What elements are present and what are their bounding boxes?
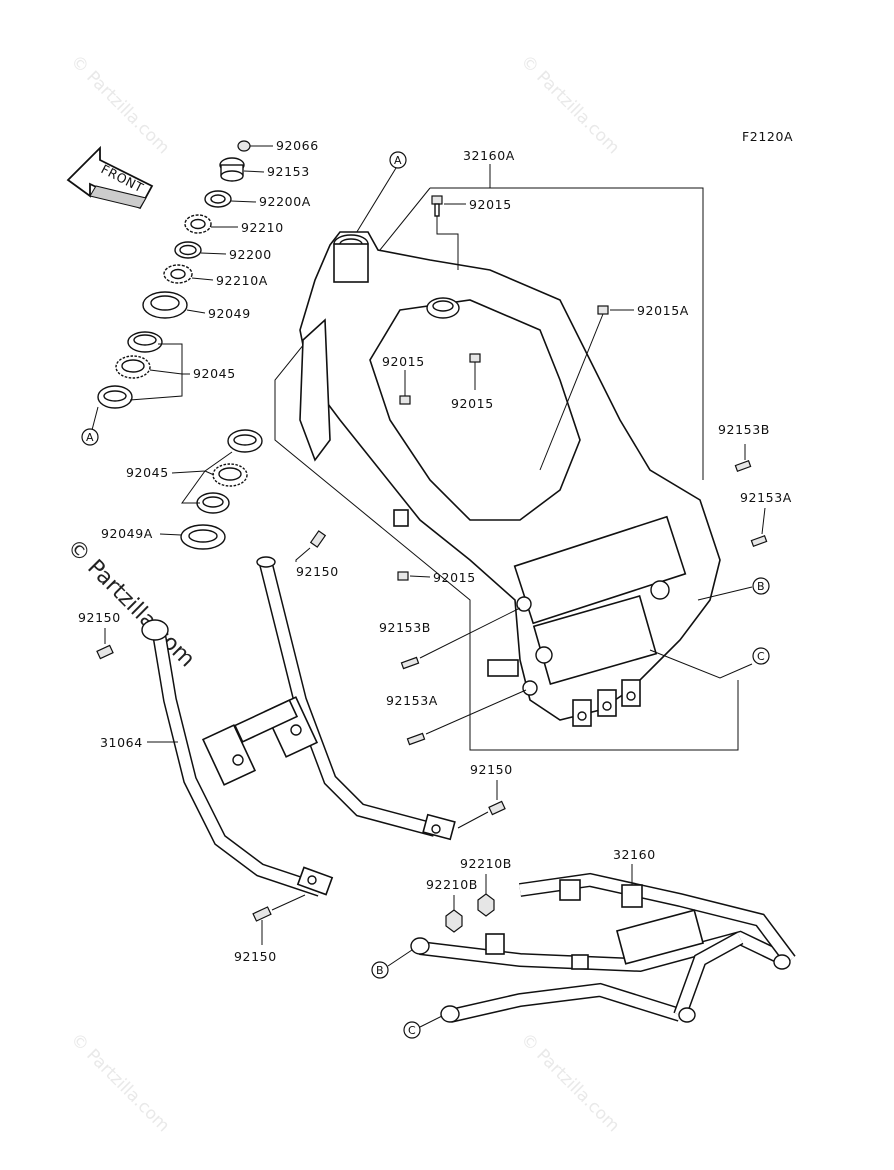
callout-92015-left: 92015	[382, 354, 425, 369]
callout-92210A: 92210A	[216, 273, 268, 288]
callout-92153A-left: 92153A	[386, 693, 438, 708]
callout-92210B-a: 92210B	[460, 856, 512, 871]
ref-a-frame: A	[394, 154, 402, 167]
callout-92153B-right: 92153B	[718, 422, 770, 437]
callout-92015-low: 92015	[433, 570, 476, 585]
callout-92153B-left: 92153B	[379, 620, 431, 635]
callout-92153A-right: 92153A	[740, 490, 792, 505]
callout-92210B-b: 92210B	[426, 877, 478, 892]
callout-92066: 92066	[276, 138, 319, 153]
bearing-stack: 92066 92153 92200A 92210 92200 92210A 92…	[81, 138, 319, 446]
ref-a-left: A	[86, 431, 94, 444]
front-arrow-icon: FRONT	[66, 145, 154, 210]
callout-92150-upper: 92150	[296, 564, 339, 579]
callout-92150-bottom: 92150	[234, 949, 277, 964]
callout-32160A: 32160A	[463, 148, 515, 163]
ref-c-frame: C	[757, 650, 765, 663]
callout-92015-center: 92015	[451, 396, 494, 411]
callout-92210: 92210	[241, 220, 284, 235]
ref-c-subframe: C	[408, 1024, 416, 1037]
callout-92049A: 92049A	[101, 526, 153, 541]
watermark: © Partzilla.com	[516, 1029, 623, 1136]
bolts-92153: 92153B 92153A 92153B 92153A	[379, 422, 792, 746]
ref-b-frame: B	[757, 580, 765, 593]
watermark: © Partzilla.com	[66, 51, 173, 158]
frame-refs: B C	[649, 577, 770, 679]
callout-92200: 92200	[229, 247, 272, 262]
ref-b-subframe: B	[376, 964, 384, 977]
watermark: © Partzilla.com	[516, 51, 623, 158]
callout-92015-top: 92015	[469, 197, 512, 212]
down-tubes-31064: 31064	[100, 556, 456, 897]
lower-bearing-set: 92045 92049A	[101, 429, 263, 550]
bolts-92015: 92015 92015A 92015 92015 92015	[382, 195, 689, 585]
callout-31064: 31064	[100, 735, 143, 750]
callout-92049: 92049	[208, 306, 251, 321]
callout-92045-top: 92045	[193, 366, 236, 381]
subframe-32160: 32160 92210B 92210B B C	[371, 847, 796, 1039]
watermark: © Partzilla.com	[62, 535, 200, 673]
figure-code: F2120A	[742, 129, 793, 144]
callout-92153: 92153	[267, 164, 310, 179]
bolts-92150: 92150 92150 92150 92150	[78, 530, 513, 964]
callout-92150-left: 92150	[78, 610, 121, 625]
callout-32160: 32160	[613, 847, 656, 862]
callout-92045-mid: 92045	[126, 465, 169, 480]
main-frame-32160A: 32160A A	[274, 148, 739, 751]
callout-92150-mid: 92150	[470, 762, 513, 777]
callout-92015A: 92015A	[637, 303, 689, 318]
callout-92200A: 92200A	[259, 194, 311, 209]
watermark: © Partzilla.com	[66, 1029, 173, 1136]
